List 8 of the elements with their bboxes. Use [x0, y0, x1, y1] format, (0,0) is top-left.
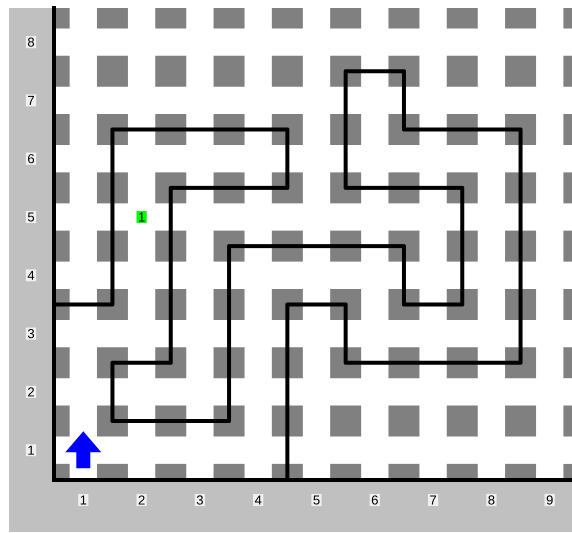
tick-label: 7	[428, 494, 438, 506]
marker-label: 1	[136, 211, 147, 223]
tick-label: 6	[370, 494, 380, 506]
tick-label: 6	[26, 152, 36, 165]
tick-label: 4	[253, 494, 264, 506]
tick-label: 9	[544, 494, 555, 506]
tick-label: 1	[26, 444, 36, 456]
tick-label: 1	[78, 494, 88, 506]
